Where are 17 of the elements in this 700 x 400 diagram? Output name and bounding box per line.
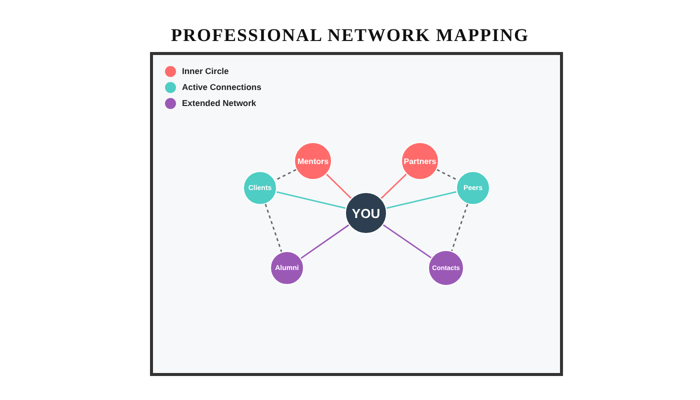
legend-label: Inner Circle bbox=[182, 66, 229, 76]
legend-label: Active Connections bbox=[182, 82, 262, 92]
connector-line bbox=[382, 224, 432, 258]
connector-line bbox=[276, 191, 346, 209]
node-label: Partners bbox=[404, 156, 436, 166]
diagram-title: PROFESSIONAL NETWORK MAPPING bbox=[170, 24, 530, 46]
dashed-connector bbox=[274, 169, 296, 181]
node-label: Mentors bbox=[297, 156, 329, 166]
dashed-connector bbox=[264, 204, 282, 252]
connector-line bbox=[300, 224, 350, 259]
dashed-connector bbox=[451, 204, 468, 252]
legend-label: Extended Network bbox=[182, 98, 256, 108]
node-label: YOU bbox=[352, 206, 380, 220]
connector-line bbox=[386, 191, 457, 209]
connector-line bbox=[380, 174, 407, 199]
dashed-connector bbox=[436, 169, 458, 181]
connector-line bbox=[326, 174, 352, 199]
